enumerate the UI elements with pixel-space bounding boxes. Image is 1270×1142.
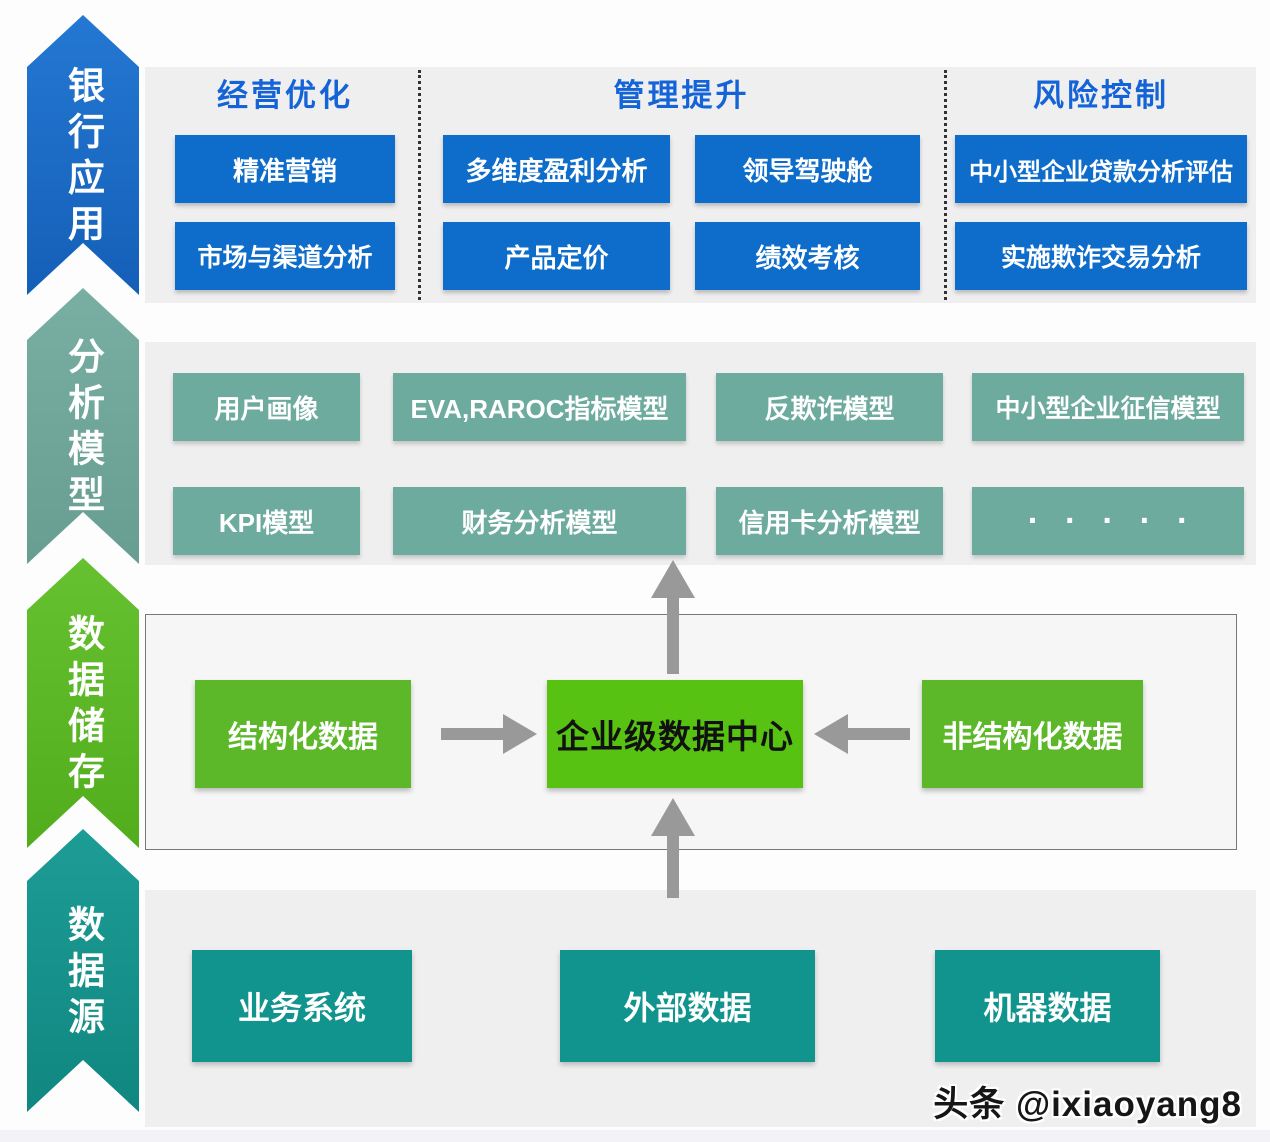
model-box-anti-fraud: 反欺诈模型	[716, 373, 943, 441]
column-header-management-improvement: 管理提升	[613, 78, 750, 113]
model-box-kpi: KPI模型	[173, 487, 360, 555]
arrow-head-right	[503, 714, 537, 754]
source-box-machine-data: 机器数据	[935, 950, 1160, 1062]
ribbon-data-storage-label: 数据储存	[62, 614, 104, 798]
dotted-separator-right	[944, 70, 947, 300]
arrow-sources-to-center	[651, 798, 695, 898]
app-box-market-channel-analysis: 市场与渠道分析	[175, 222, 395, 290]
app-box-multidim-profit-analysis: 多维度盈利分析	[443, 135, 670, 203]
column-header-operation-optimization: 经营优化	[217, 78, 353, 113]
column-header-risk-control: 风险控制	[1033, 78, 1169, 113]
dotted-separator-left	[418, 70, 421, 300]
model-box-more-dots: ·····	[972, 487, 1244, 555]
storage-box-enterprise-data-center: 企业级数据中心	[547, 680, 803, 788]
watermark-text: 头条 @ixiaoyang8	[933, 1085, 1242, 1124]
ribbon-analysis-models: 分析模型	[27, 288, 139, 564]
model-box-sme-credit: 中小型企业征信模型	[972, 373, 1244, 441]
arrow-head-up	[651, 560, 695, 598]
app-box-product-pricing: 产品定价	[443, 222, 670, 290]
source-box-business-systems: 业务系统	[192, 950, 412, 1062]
storage-box-structured-data: 结构化数据	[195, 680, 411, 788]
model-box-financial-analysis: 财务分析模型	[393, 487, 686, 555]
arrow-shaft	[441, 728, 505, 740]
arrow-shaft	[667, 596, 679, 674]
arrow-center-to-models	[651, 560, 695, 674]
app-box-performance-appraisal: 绩效考核	[695, 222, 920, 290]
ribbon-data-sources: 数据源	[27, 829, 139, 1112]
model-box-user-profile: 用户画像	[173, 373, 360, 441]
storage-box-unstructured-data: 非结构化数据	[922, 680, 1143, 788]
ribbon-data-sources-label: 数据源	[62, 904, 104, 1043]
arrow-head-left	[814, 714, 848, 754]
arrow-unstructured-to-center	[814, 714, 910, 754]
app-box-precision-marketing: 精准营销	[175, 135, 395, 203]
ribbon-bank-applications: 银行应用	[27, 15, 139, 295]
ribbon-bank-applications-label: 银行应用	[62, 66, 104, 250]
ribbon-data-storage: 数据储存	[27, 558, 139, 848]
app-box-sme-loan-analysis: 中小型企业贷款分析评估	[955, 135, 1247, 203]
model-box-credit-card-analysis: 信用卡分析模型	[716, 487, 943, 555]
arrow-shaft	[667, 834, 679, 898]
arrow-shaft	[846, 728, 910, 740]
app-box-leadership-cockpit: 领导驾驶舱	[695, 135, 920, 203]
model-box-eva-raroc: EVA,RAROC指标模型	[393, 373, 686, 441]
source-box-external-data: 外部数据	[560, 950, 815, 1062]
bottom-strip	[0, 1130, 1270, 1142]
arrow-head-up	[651, 798, 695, 836]
ribbon-analysis-models-label: 分析模型	[62, 337, 104, 521]
arrow-structured-to-center	[441, 714, 537, 754]
app-box-fraud-transaction-analysis: 实施欺诈交易分析	[955, 222, 1247, 290]
